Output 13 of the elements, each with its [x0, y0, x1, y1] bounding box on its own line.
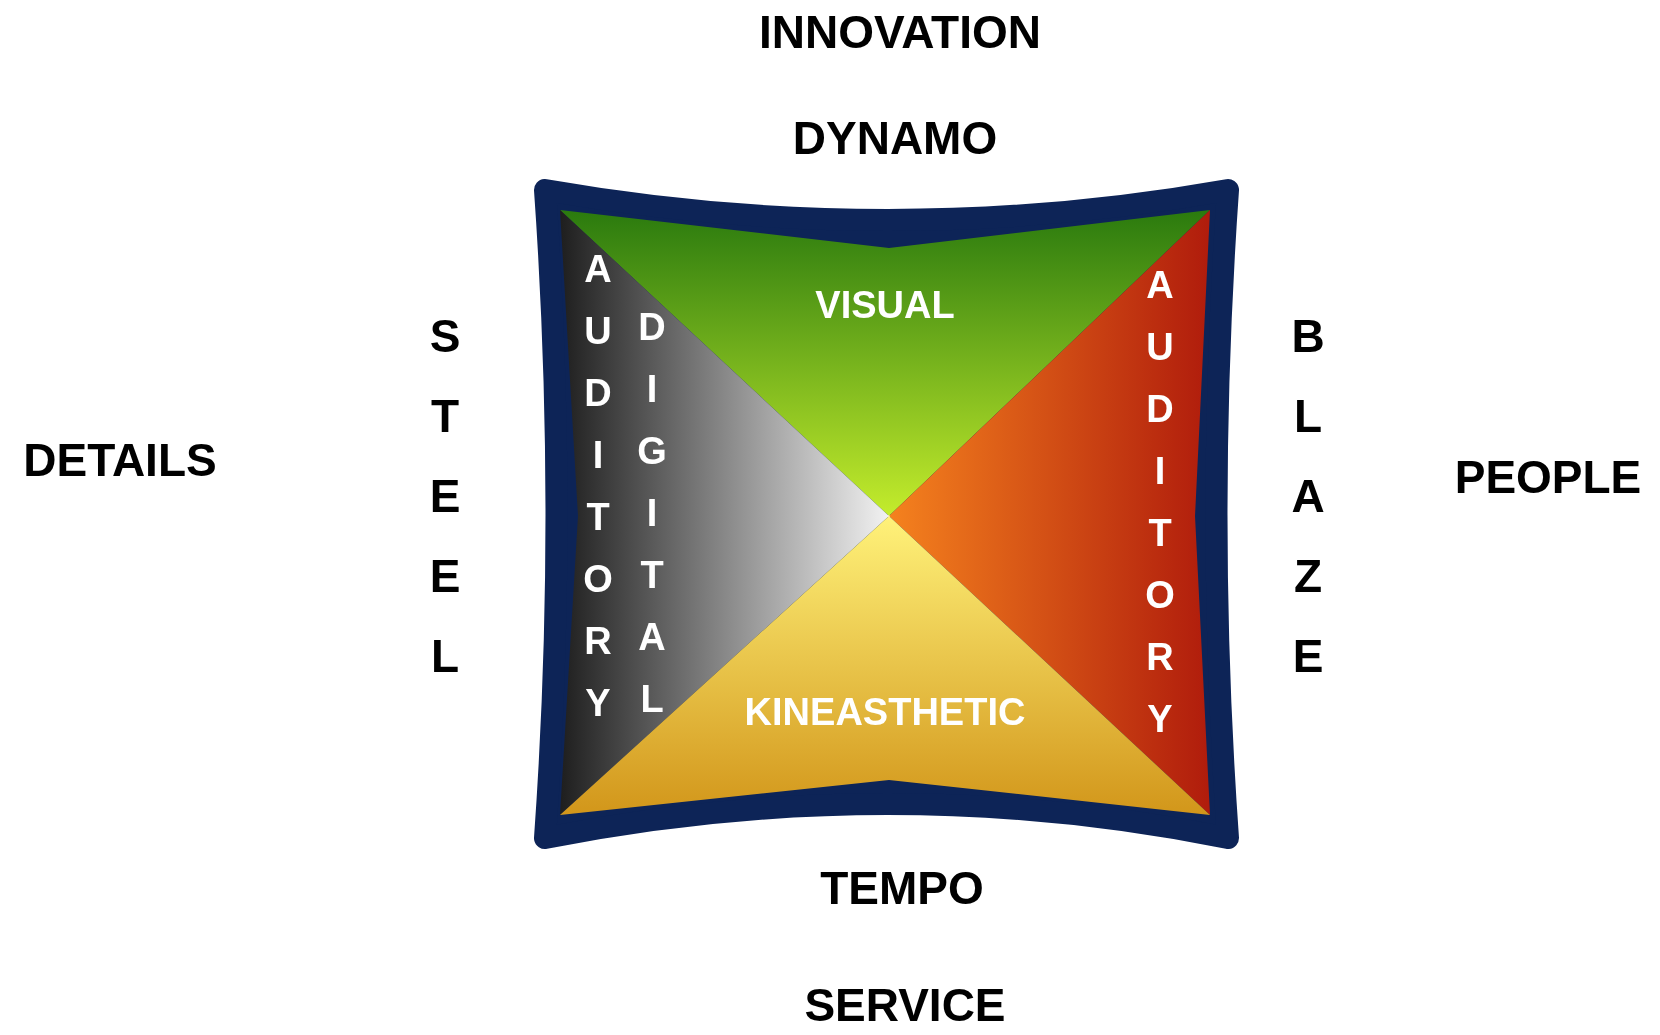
- segment-label: DIGITAL: [633, 306, 671, 740]
- segment-label: KINEASTHETIC: [744, 693, 1026, 731]
- axis-label: TEMPO: [820, 865, 984, 911]
- axis-label: SERVICE: [804, 982, 1006, 1028]
- vertical-label: STEEL: [422, 310, 468, 710]
- vertical-label: BLAZE: [1285, 310, 1331, 710]
- axis-label: PEOPLE: [1454, 454, 1642, 500]
- segment-label: VISUAL: [815, 286, 955, 324]
- axis-label: INNOVATION: [759, 9, 1041, 55]
- segment-label: AUDITORY: [1141, 264, 1179, 760]
- axis-label: DYNAMO: [792, 115, 998, 161]
- segment-label: AUDITORY: [579, 248, 617, 744]
- axis-label: DETAILS: [23, 437, 217, 483]
